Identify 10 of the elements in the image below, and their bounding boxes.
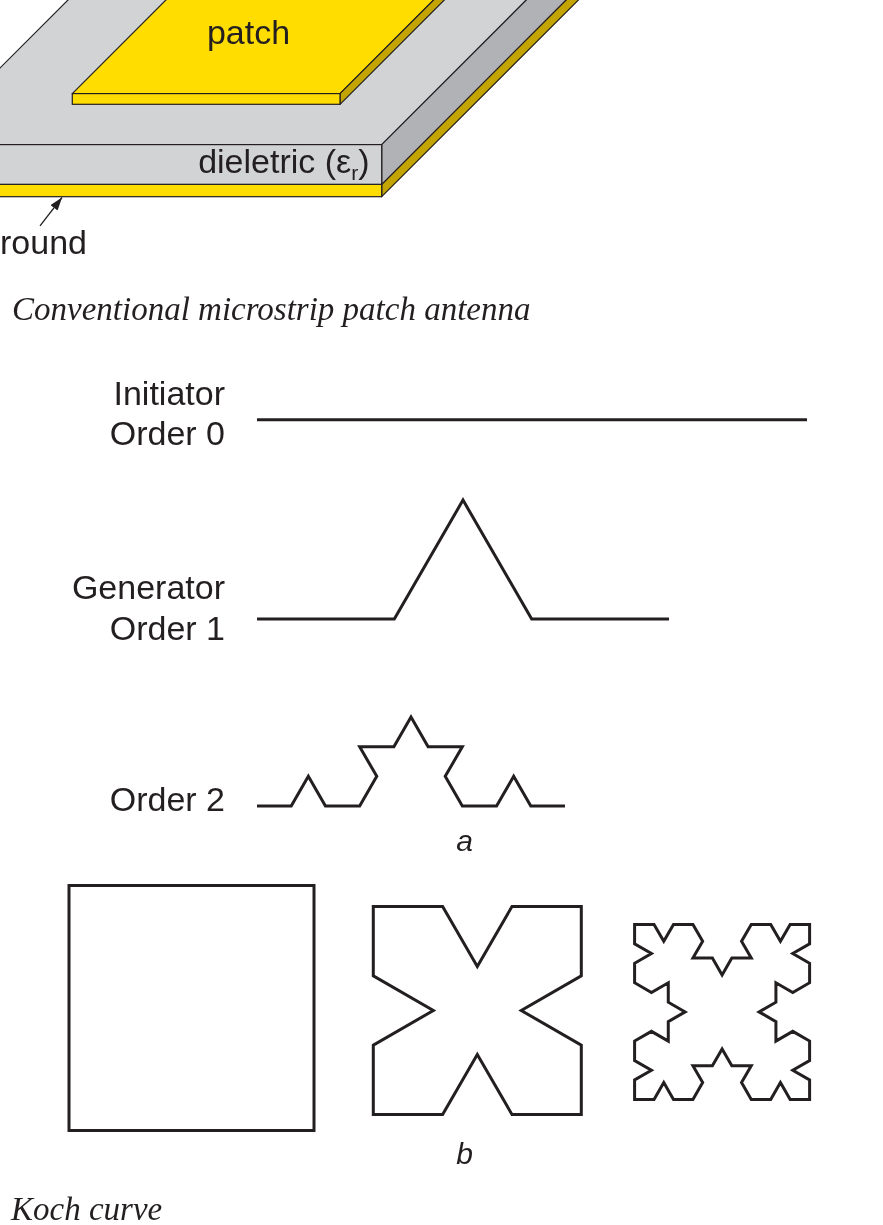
figure-caption: Koch curve	[11, 1193, 163, 1225]
panel-letter: b	[456, 1136, 473, 1171]
leader-line	[39, 196, 63, 227]
order-label: Generator Order 1	[70, 567, 225, 649]
figure-caption: Conventional microstrip patch antenna	[12, 291, 531, 329]
part-label: dieletric (ε$_{r}$)	[198, 145, 370, 178]
panel-letter: a	[456, 824, 473, 859]
order-label: Initiator Order 0	[108, 372, 225, 455]
order-label: Order 2	[108, 778, 225, 820]
part-label: round	[0, 225, 87, 258]
